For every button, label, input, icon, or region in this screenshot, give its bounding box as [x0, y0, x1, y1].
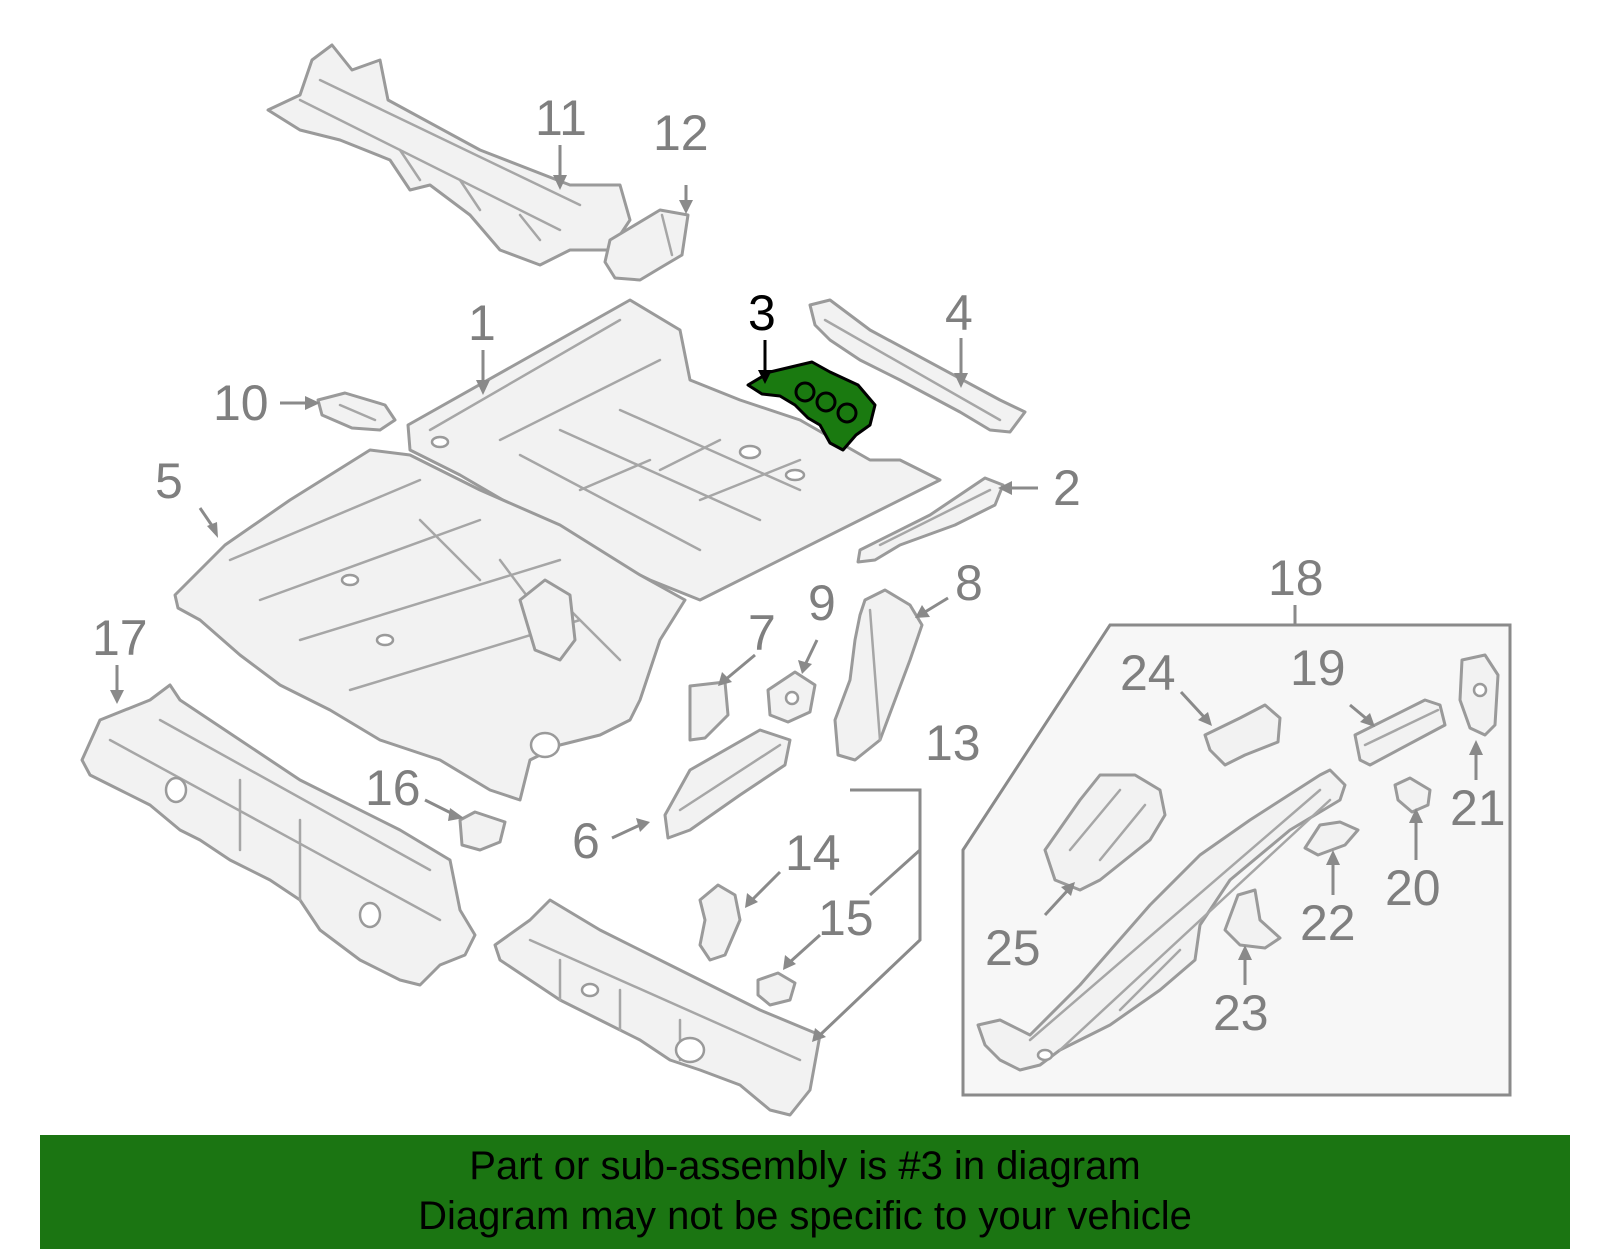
callout-24[interactable]: 24: [1120, 645, 1176, 701]
part-1-floor-pan[interactable]: [406, 298, 942, 602]
part-9-mount[interactable]: [766, 670, 817, 724]
callout-7[interactable]: 7: [748, 605, 776, 661]
part-12-bracket[interactable]: [603, 208, 690, 282]
part-20-bracket[interactable]: [1393, 776, 1432, 814]
callout-25[interactable]: 25: [985, 920, 1041, 976]
callout-4[interactable]: 4: [945, 285, 973, 341]
part-24-bracket[interactable]: [1203, 703, 1282, 767]
callout-10[interactable]: 10: [213, 375, 269, 431]
leader-lines: [110, 145, 1483, 1042]
callout-2[interactable]: 2: [1053, 460, 1081, 516]
part-2-side-member[interactable]: [856, 476, 1005, 564]
callout-17[interactable]: 17: [92, 610, 148, 666]
part-15-bracket[interactable]: [756, 971, 797, 1007]
banner-line-2: Diagram may not be specific to your vehi…: [418, 1194, 1192, 1238]
callout-14[interactable]: 14: [785, 825, 841, 881]
callout-16[interactable]: 16: [365, 760, 421, 816]
part-13-lower-member[interactable]: [493, 898, 822, 1117]
callout-21[interactable]: 21: [1450, 780, 1506, 836]
callout-labels: 1 2 3 4 5 6 7 8 9 10 11 12 13 14 15 16 1…: [92, 90, 1506, 1041]
part-14-bracket[interactable]: [698, 883, 742, 962]
callout-9[interactable]: 9: [808, 575, 836, 631]
callout-8[interactable]: 8: [955, 555, 983, 611]
callout-1[interactable]: 1: [468, 295, 496, 351]
part-21-plate[interactable]: [1458, 653, 1500, 737]
part-3-highlighted-reinforcement[interactable]: [746, 360, 877, 452]
part-4-rail[interactable]: [808, 298, 1027, 434]
part-10-plug[interactable]: [316, 391, 397, 432]
part-17-rear-panel[interactable]: [80, 683, 477, 987]
callout-20[interactable]: 20: [1385, 860, 1441, 916]
part-22-bracket[interactable]: [1303, 820, 1360, 857]
part-19-member[interactable]: [1353, 698, 1447, 767]
callout-5[interactable]: 5: [155, 453, 183, 509]
part-6-extension[interactable]: [663, 728, 792, 840]
callout-11[interactable]: 11: [535, 90, 587, 146]
callout-13[interactable]: 13: [925, 715, 981, 771]
part-16-bracket[interactable]: [458, 810, 507, 852]
part-5-rear-floor[interactable]: [173, 448, 687, 802]
callout-6[interactable]: 6: [572, 813, 600, 869]
part-23-bracket[interactable]: [1223, 888, 1282, 950]
part-8-bracket[interactable]: [833, 588, 924, 762]
info-banner: Part or sub-assembly is #3 in diagram Di…: [40, 1135, 1570, 1249]
callout-18[interactable]: 18: [1268, 550, 1324, 606]
callout-12[interactable]: 12: [653, 105, 709, 161]
callout-22[interactable]: 22: [1300, 895, 1356, 951]
part-25-housing[interactable]: [1043, 773, 1167, 892]
part-18-side-member[interactable]: [976, 768, 1347, 1072]
callout-23[interactable]: 23: [1213, 985, 1269, 1041]
part-7-plate[interactable]: [688, 680, 730, 742]
banner-line-1: Part or sub-assembly is #3 in diagram: [469, 1144, 1141, 1188]
callout-15[interactable]: 15: [818, 890, 874, 946]
part-11-cross-member[interactable]: [266, 43, 632, 267]
callout-3[interactable]: 3: [748, 285, 776, 341]
callout-19[interactable]: 19: [1290, 640, 1346, 696]
